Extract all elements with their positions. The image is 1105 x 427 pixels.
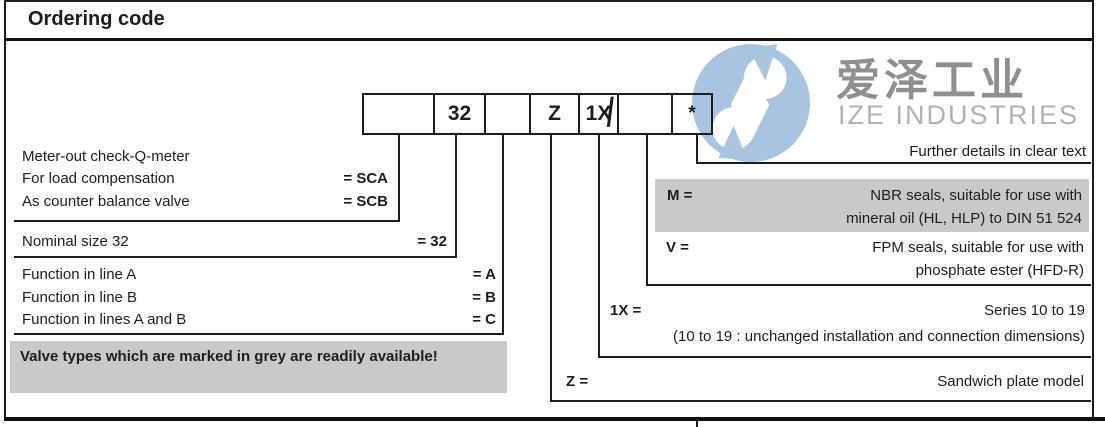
option-row: For load compensation = SCA [22, 168, 388, 189]
connector-series [598, 134, 600, 358]
option-code: = 32 [417, 233, 447, 250]
option-code: 1X = [610, 302, 642, 319]
option-code: Z = [566, 373, 589, 390]
connector-function [502, 134, 504, 335]
option-row: Nominal size 32 = 32 [22, 231, 447, 252]
code-cell-model: Z [529, 95, 578, 133]
option-label: mineral oil (HL, HLP) to DIN 51 524 [846, 210, 1082, 227]
bracket-line-clear-text [696, 162, 1091, 164]
further-details-label: Further details in clear text [909, 143, 1086, 160]
bottom-border [4, 417, 1105, 421]
code-cell-type [364, 95, 433, 133]
logo-company-name-cn: 爱泽工业 [836, 56, 1028, 105]
option-label: For load compensation [22, 170, 175, 187]
bracket-line-function [14, 333, 504, 335]
top-border [4, 0, 1094, 2]
bracket-line-type [14, 220, 400, 222]
bracket-line-size [14, 256, 457, 258]
option-label: FPM seals, suitable for use with [872, 239, 1084, 256]
bracket-line-model [550, 400, 1091, 402]
option-label: NBR seals, suitable for use with [870, 187, 1082, 204]
code-cell-star: * [671, 95, 711, 133]
option-code: = SCB [343, 193, 388, 210]
option-code: = C [472, 311, 496, 328]
option-code: V = [666, 239, 689, 256]
option-code: = B [472, 289, 496, 306]
page-title: Ordering code [28, 8, 165, 30]
right-border [1092, 0, 1094, 421]
option-label: Function in line A [22, 266, 137, 283]
option-row: As counter balance valve = SCB [22, 191, 388, 212]
option-label: Nominal size 32 [22, 233, 129, 250]
option-code: = A [472, 266, 496, 283]
connector-seal [646, 134, 648, 286]
option-label: Meter-out check-Q-meter [22, 148, 190, 165]
option-row: Function in line B = B [22, 287, 496, 308]
option-code: M = [667, 187, 693, 204]
connector-size [455, 134, 457, 258]
code-cell-seal [617, 95, 671, 133]
connector-model [550, 134, 552, 402]
code-cell-function [484, 95, 529, 133]
seal-m-box: M = NBR seals, suitable for use with min… [655, 179, 1089, 232]
ize-logo-icon [692, 44, 810, 162]
option-code: = SCA [343, 170, 388, 187]
option-label: Function in lines A and B [22, 311, 187, 328]
bracket-line-seal [646, 284, 1091, 286]
option-label: (10 to 19 : unchanged installation and c… [673, 328, 1085, 345]
option-row: Function in line A = A [22, 264, 496, 285]
connector-clear-text [696, 134, 698, 164]
connector-type [398, 134, 400, 222]
option-row: Meter-out check-Q-meter [22, 146, 388, 167]
title-underline [4, 38, 1094, 41]
section-divider-stub [696, 421, 698, 427]
ordering-code-boxes: 32 Z 1X * [362, 93, 713, 135]
logo-company-name-en: IZE INDUSTRIES [838, 100, 1080, 130]
code-cell-series: 1X [578, 95, 617, 133]
option-label: Function in line B [22, 289, 138, 306]
option-row: Function in lines A and B = C [22, 309, 496, 330]
option-label: Sandwich plate model [937, 373, 1084, 390]
option-label: As counter balance valve [22, 193, 190, 210]
left-border [4, 0, 6, 421]
bracket-line-series [598, 356, 1091, 358]
availability-note-box: Valve types which are marked in grey are… [10, 341, 507, 393]
code-cell-size: 32 [433, 95, 484, 133]
availability-note-text: Valve types which are marked in grey are… [20, 348, 438, 365]
option-label: Series 10 to 19 [984, 302, 1085, 319]
option-label: phosphate ester (HFD-R) [915, 262, 1084, 279]
